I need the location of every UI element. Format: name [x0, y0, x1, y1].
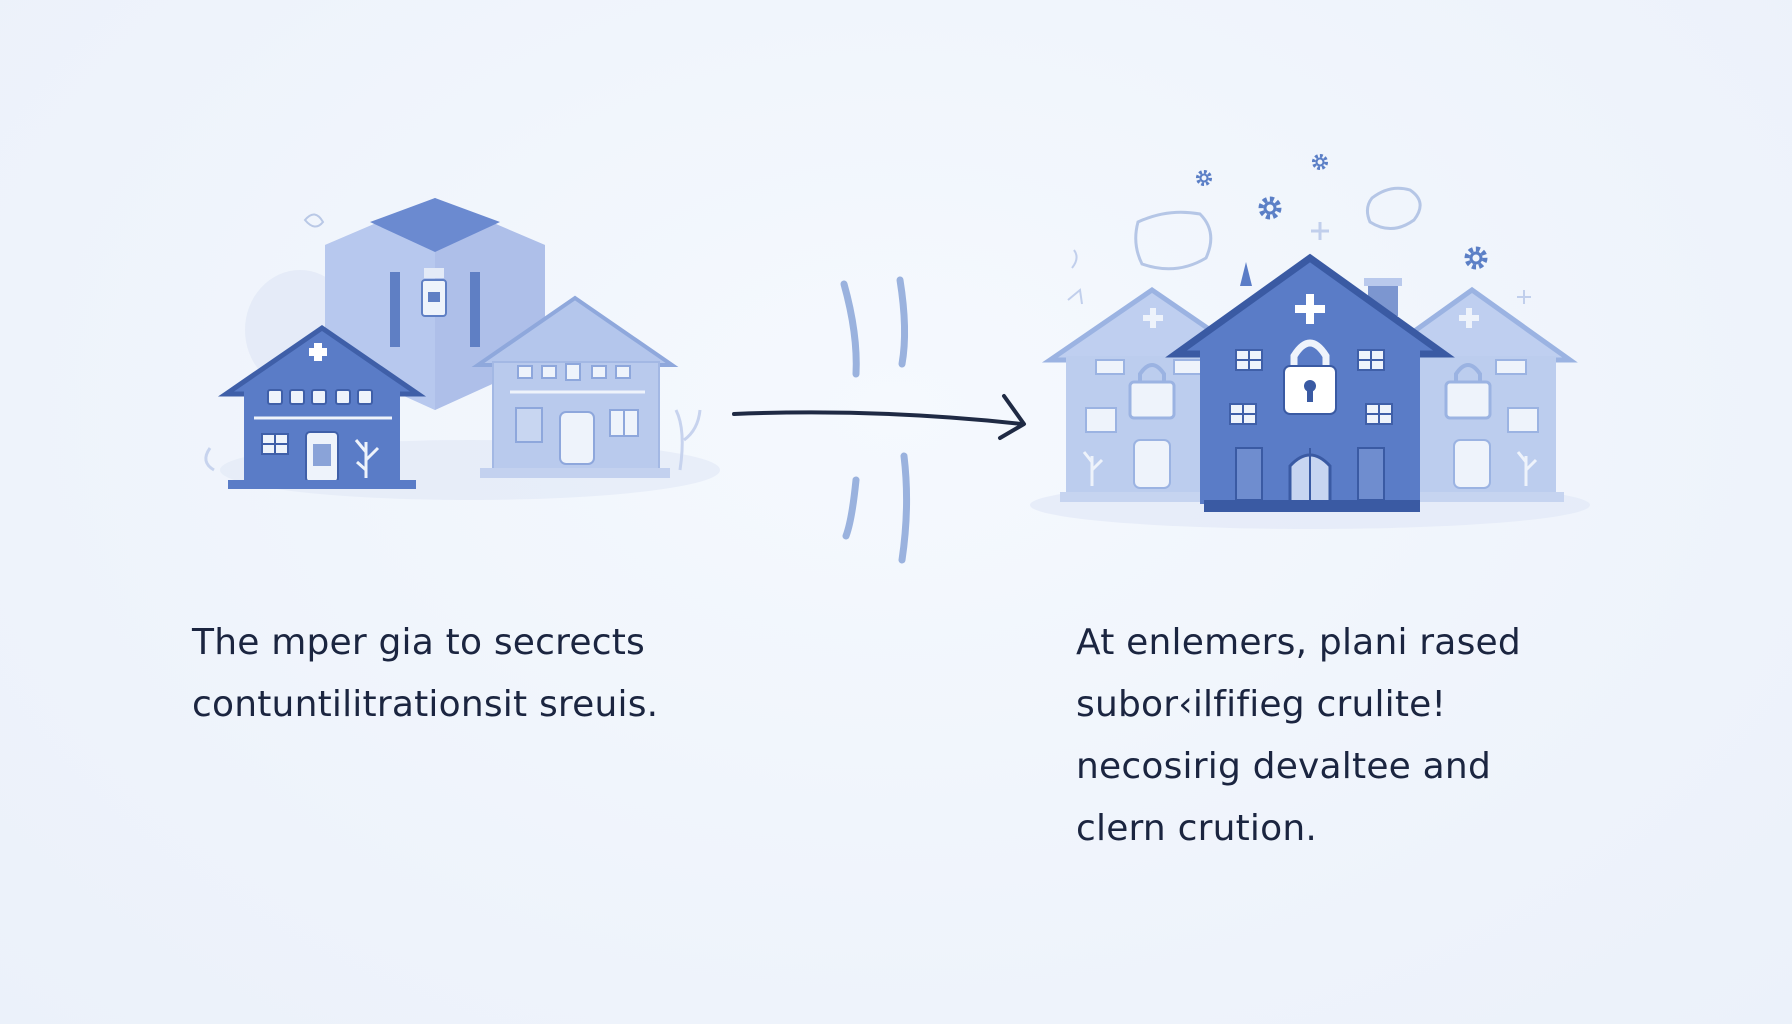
- left-caption-line: The mper gia to secrects: [192, 622, 645, 663]
- school-building-icon: [204, 324, 427, 489]
- right-caption-line: clern crution.: [1076, 808, 1317, 849]
- left-caption-line: contuntilitrationsit sreuis.: [192, 684, 659, 725]
- left-caption: The mper gia to secrects contuntilitrati…: [192, 612, 658, 736]
- cloud-icon: [1134, 186, 1422, 271]
- secured-school-building-icon: [1165, 253, 1455, 512]
- right-caption-line: necosirig devaltee and: [1076, 746, 1491, 787]
- right-caption: At enlemers, plani rased subor‹ilfifieg …: [1076, 612, 1521, 860]
- right-caption-line: subor‹ilfifieg crulite!: [1076, 684, 1447, 725]
- arrow-right-icon: [732, 394, 1026, 440]
- padlock-icon: [1283, 339, 1337, 415]
- left-buildings-illustration: [204, 198, 720, 500]
- transition-marks: [840, 276, 911, 564]
- star-icon: [1067, 153, 1531, 305]
- school-building-icon: [471, 295, 702, 478]
- right-caption-line: At enlemers, plani rased: [1076, 622, 1521, 663]
- right-buildings-illustration: [1030, 153, 1590, 529]
- gear-icon: [1261, 199, 1485, 267]
